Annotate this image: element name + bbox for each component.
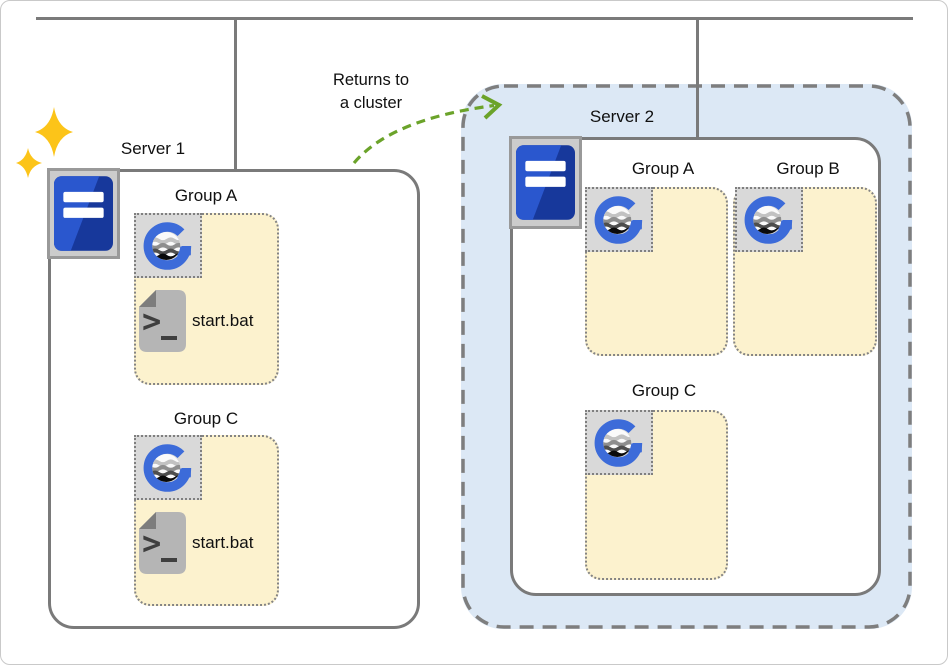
server2-group-c-app-logo-icon bbox=[585, 410, 653, 475]
server1-group-a-file-label: start.bat bbox=[192, 311, 254, 330]
server1-group-c-file-label: start.bat bbox=[192, 533, 254, 552]
cluster-return-annotation: Returns to a cluster bbox=[296, 69, 446, 115]
server2-group-c-label: Group C bbox=[631, 381, 697, 400]
server1-label: Server 1 bbox=[120, 139, 186, 158]
server1-group-c-app-logo-icon bbox=[134, 435, 202, 500]
annotation-line-2: a cluster bbox=[339, 94, 403, 112]
app-logo-icon bbox=[591, 415, 648, 471]
server2-tower-icon bbox=[509, 136, 582, 229]
server2-connector-line bbox=[696, 17, 699, 138]
server1-group-a-label: Group A bbox=[174, 186, 238, 205]
server1-group-a-app-logo-icon bbox=[134, 213, 202, 278]
app-logo-icon bbox=[741, 192, 798, 248]
sparkles-icon bbox=[16, 107, 73, 178]
server2-group-b-app-logo-icon bbox=[735, 187, 803, 252]
server-tower-icon bbox=[516, 144, 575, 221]
batch-file-icon bbox=[138, 511, 187, 575]
server2-group-a-label: Group A bbox=[631, 159, 695, 178]
batch-file-icon bbox=[138, 289, 187, 353]
app-logo-icon bbox=[591, 192, 648, 248]
server1-group-c-batch-file-icon bbox=[138, 511, 187, 580]
network-trunk-line bbox=[36, 17, 913, 20]
annotation-line-1: Returns to bbox=[332, 71, 410, 89]
server1-connector-line bbox=[234, 17, 237, 170]
app-logo-icon bbox=[140, 440, 197, 496]
app-logo-icon bbox=[140, 218, 197, 274]
server1-group-a-batch-file-icon bbox=[138, 289, 187, 358]
cluster-dashed-border bbox=[461, 84, 912, 629]
server2-group-a-app-logo-icon bbox=[585, 187, 653, 252]
curved-dashed-arrow-icon bbox=[352, 94, 503, 165]
server1-tower-icon bbox=[47, 168, 120, 259]
server1-group-c-label: Group C bbox=[173, 409, 239, 428]
server2-group-b-label: Group B bbox=[776, 159, 840, 178]
server2-label: Server 2 bbox=[589, 107, 655, 126]
